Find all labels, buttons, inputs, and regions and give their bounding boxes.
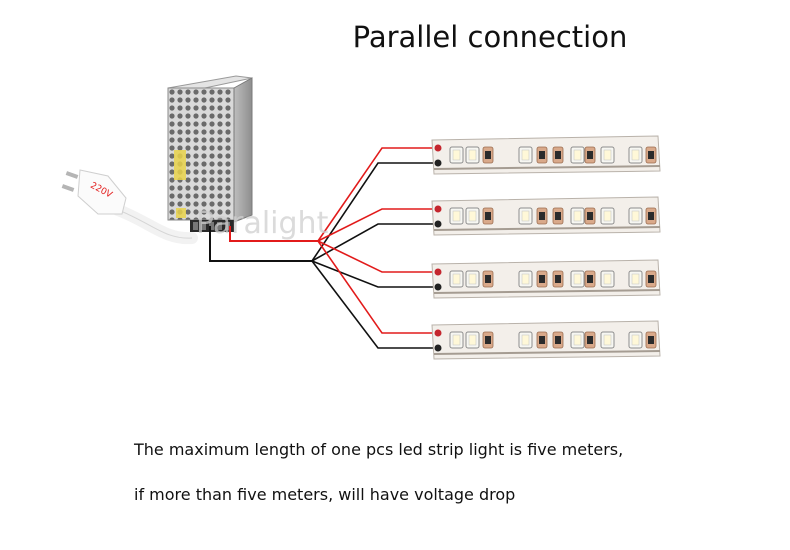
note-max-length: The maximum length of one pcs led strip … bbox=[134, 440, 624, 459]
branch-wires bbox=[311, 147, 438, 349]
led-strip bbox=[431, 320, 661, 360]
diagram-title: Parallel connection bbox=[352, 20, 628, 54]
positive-pad bbox=[434, 205, 442, 213]
main-wires bbox=[209, 226, 318, 262]
main-negative-wire bbox=[209, 226, 312, 262]
branch-positive-wire bbox=[317, 208, 438, 242]
note-voltage-drop: if more than five meters, will have volt… bbox=[134, 485, 516, 504]
branch-positive-wire bbox=[317, 240, 438, 334]
branch-negative-wire bbox=[311, 260, 438, 349]
negative-pad bbox=[434, 283, 442, 291]
branch-positive-wire bbox=[317, 240, 438, 273]
negative-pad bbox=[434, 344, 442, 352]
led-strip bbox=[431, 135, 661, 175]
branch-negative-wire bbox=[311, 260, 438, 288]
positive-pad bbox=[434, 268, 442, 276]
led-strips bbox=[431, 135, 661, 360]
title-area: Parallel connection bbox=[0, 0, 790, 70]
branch-negative-wire bbox=[311, 223, 438, 262]
watermark: Paralight bbox=[196, 206, 329, 241]
positive-pad bbox=[434, 144, 442, 152]
branch-positive-wire bbox=[317, 147, 438, 242]
negative-pad bbox=[434, 159, 442, 167]
power-plug: 220V bbox=[61, 169, 198, 245]
positive-pad bbox=[434, 329, 442, 337]
psu-label-sticker bbox=[174, 150, 186, 180]
main-positive-wire bbox=[229, 226, 318, 242]
negative-pad bbox=[434, 220, 442, 228]
led-strip bbox=[431, 196, 661, 236]
led-strip bbox=[431, 259, 661, 299]
power-supply bbox=[167, 75, 253, 232]
branch-negative-wire bbox=[311, 162, 438, 262]
